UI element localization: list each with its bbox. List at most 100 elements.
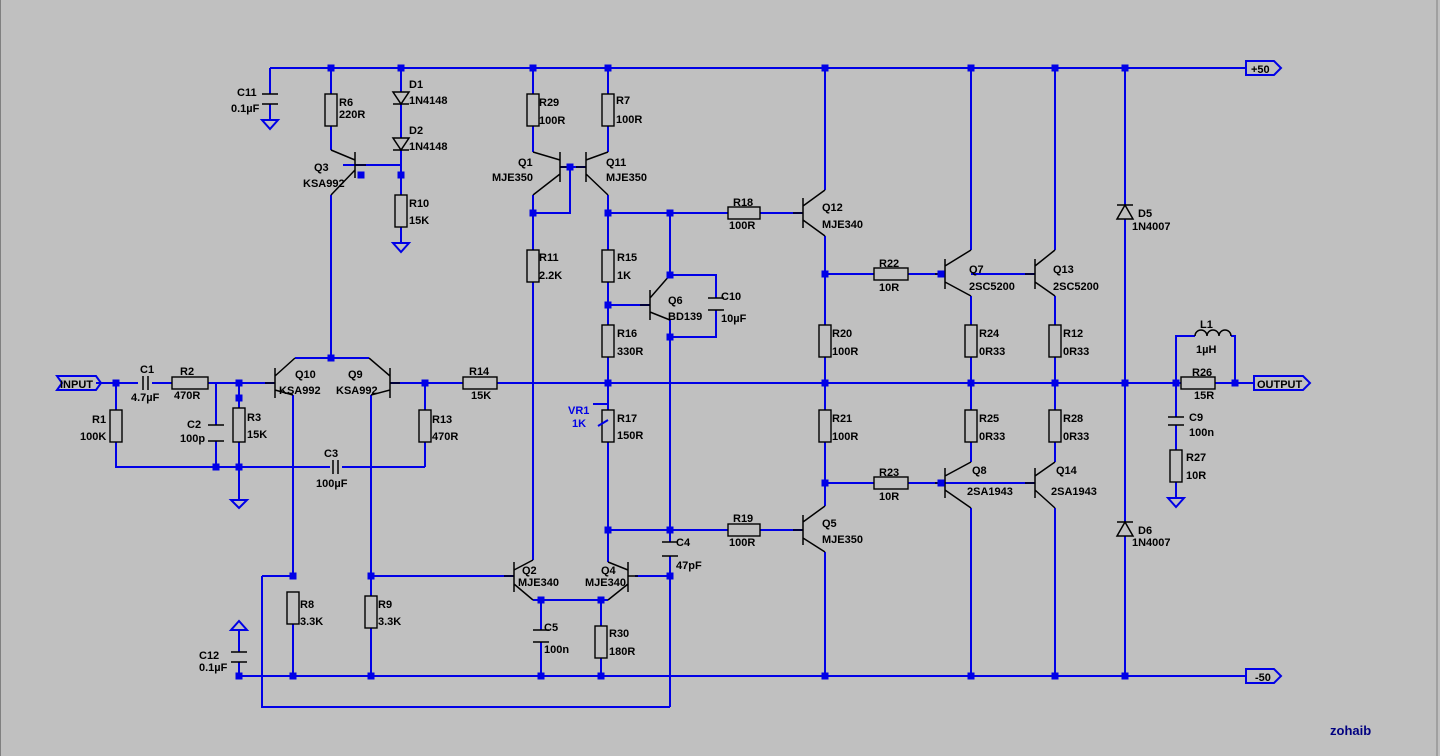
label-Q4-ref: Q4 [601, 565, 617, 577]
label-R6-ref: R6 [339, 97, 353, 109]
label-R14-ref: R14 [469, 366, 490, 378]
label-Q1-val: MJE350 [492, 172, 533, 184]
label-Q10-ref: Q10 [295, 369, 316, 381]
label-D6-ref: D6 [1138, 525, 1152, 537]
label-R20-ref: R20 [832, 328, 852, 340]
label-R23-val: 10R [879, 491, 899, 503]
label-Q5-ref: Q5 [822, 518, 837, 530]
label-R8-val: 3.3K [300, 616, 323, 628]
svg-text:-50: -50 [1255, 672, 1271, 684]
label-Q2-val: MJE340 [518, 577, 559, 589]
label-R17-val: 150R [617, 430, 643, 442]
label-R14-val: 15K [471, 390, 491, 402]
label-Q7-ref: Q7 [969, 264, 984, 276]
label-R30-ref: R30 [609, 628, 629, 640]
author-signature: zohaib [1330, 723, 1371, 738]
label-R7-val: 100R [616, 114, 642, 126]
label-R17-ref: R17 [617, 413, 637, 425]
label-R13-ref: R13 [432, 414, 452, 426]
label-R12-val: 0R33 [1063, 346, 1089, 358]
resistor-symbols [109, 93, 1216, 659]
label-R21-val: 100R [832, 431, 858, 443]
label-Q11-ref: Q11 [606, 157, 626, 169]
label-Q12-val: MJE340 [822, 219, 863, 231]
label-R6-val: 220R [339, 109, 365, 121]
label-C2-ref: C2 [187, 419, 201, 431]
rail-flag-vpos: +50 [1245, 60, 1283, 76]
ground-symbols [228, 119, 1187, 631]
label-C3-ref: C3 [324, 448, 338, 460]
label-C10-val: 10µF [721, 313, 747, 325]
label-Q8-ref: Q8 [972, 465, 987, 477]
label-Q10-val: KSA992 [279, 385, 321, 397]
label-C9-val: 100n [1189, 427, 1214, 439]
label-Q1-ref: Q1 [518, 157, 533, 169]
label-Q3-ref: Q3 [314, 162, 329, 174]
label-R23-ref: R23 [879, 467, 899, 479]
label-C1-val: 4.7µF [131, 392, 160, 404]
label-R8-ref: R8 [300, 599, 314, 611]
label-D2-val: 1N4148 [409, 141, 448, 153]
label-R18-ref: R18 [733, 197, 753, 209]
capacitor-symbols [142, 93, 1184, 663]
label-C5-val: 100n [544, 644, 569, 656]
label-VR1-ref: VR1 [568, 405, 589, 417]
label-C4-val: 47pF [676, 560, 702, 572]
label-R21-ref: R21 [832, 413, 852, 425]
label-D2-ref: D2 [409, 125, 423, 137]
label-R10-val: 15K [409, 215, 429, 227]
label-R28-val: 0R33 [1063, 431, 1089, 443]
label-R11-val: 2.2K [539, 270, 562, 282]
rail-flag-vneg: -50 [1245, 668, 1283, 684]
label-Q14-ref: Q14 [1056, 465, 1078, 477]
label-Q9-ref: Q9 [348, 369, 363, 381]
label-R19-val: 100R [729, 537, 755, 549]
label-R2-val: 470R [174, 390, 200, 402]
label-D5-ref: D5 [1138, 208, 1152, 220]
label-R20-val: 100R [832, 346, 858, 358]
wires [96, 67, 1254, 708]
label-R18-val: 100R [729, 220, 755, 232]
label-R19-ref: R19 [733, 513, 753, 525]
label-R2-ref: R2 [180, 366, 194, 378]
label-Q2-ref: Q2 [522, 565, 537, 577]
label-Q13-ref: Q13 [1053, 264, 1074, 276]
label-R3-ref: R3 [247, 412, 261, 424]
label-R9-ref: R9 [378, 599, 392, 611]
label-Q7-val: 2SC5200 [969, 281, 1015, 293]
label-R9-val: 3.3K [378, 616, 401, 628]
label-R22-ref: R22 [879, 258, 899, 270]
port-input: INPUT [55, 375, 103, 391]
label-R25-val: 0R33 [979, 431, 1005, 443]
label-R28-ref: R28 [1063, 413, 1083, 425]
label-C5-ref: C5 [544, 622, 558, 634]
label-R7-ref: R7 [616, 95, 630, 107]
label-Q14-val: 2SA1943 [1051, 486, 1097, 498]
label-VR1-val: 1K [572, 418, 586, 430]
port-output: OUTPUT [1253, 375, 1312, 391]
component-labels: R1 100K R2 470R R3 15K R6 220R R7 100R R… [80, 79, 1216, 674]
inductor-symbol [1194, 329, 1232, 337]
label-R24-ref: R24 [979, 328, 1000, 340]
label-Q9-val: KSA992 [336, 385, 378, 397]
label-C4-ref: C4 [676, 537, 691, 549]
label-C12-val: 0.1µF [199, 662, 228, 674]
label-Q4-val: MJE340 [585, 577, 626, 589]
label-R12-ref: R12 [1063, 328, 1083, 340]
label-R29-val: 100R [539, 115, 565, 127]
label-C2-val: 100p [180, 433, 205, 445]
label-R11-ref: R11 [539, 252, 559, 264]
label-C12-ref: C12 [199, 650, 219, 662]
label-R15-val: 1K [617, 270, 631, 282]
label-R16-val: 330R [617, 346, 643, 358]
label-R25-ref: R25 [979, 413, 999, 425]
label-Q12-ref: Q12 [822, 202, 843, 214]
label-C9-ref: C9 [1189, 412, 1203, 424]
label-R26-val: 15R [1194, 390, 1214, 402]
label-Q6-ref: Q6 [668, 295, 683, 307]
label-C3-val: 100µF [316, 478, 348, 490]
junction-dots [112, 64, 1239, 680]
svg-text:+50: +50 [1251, 64, 1270, 76]
label-L1-val: 1µH [1196, 344, 1216, 356]
label-D1-val: 1N4148 [409, 95, 448, 107]
